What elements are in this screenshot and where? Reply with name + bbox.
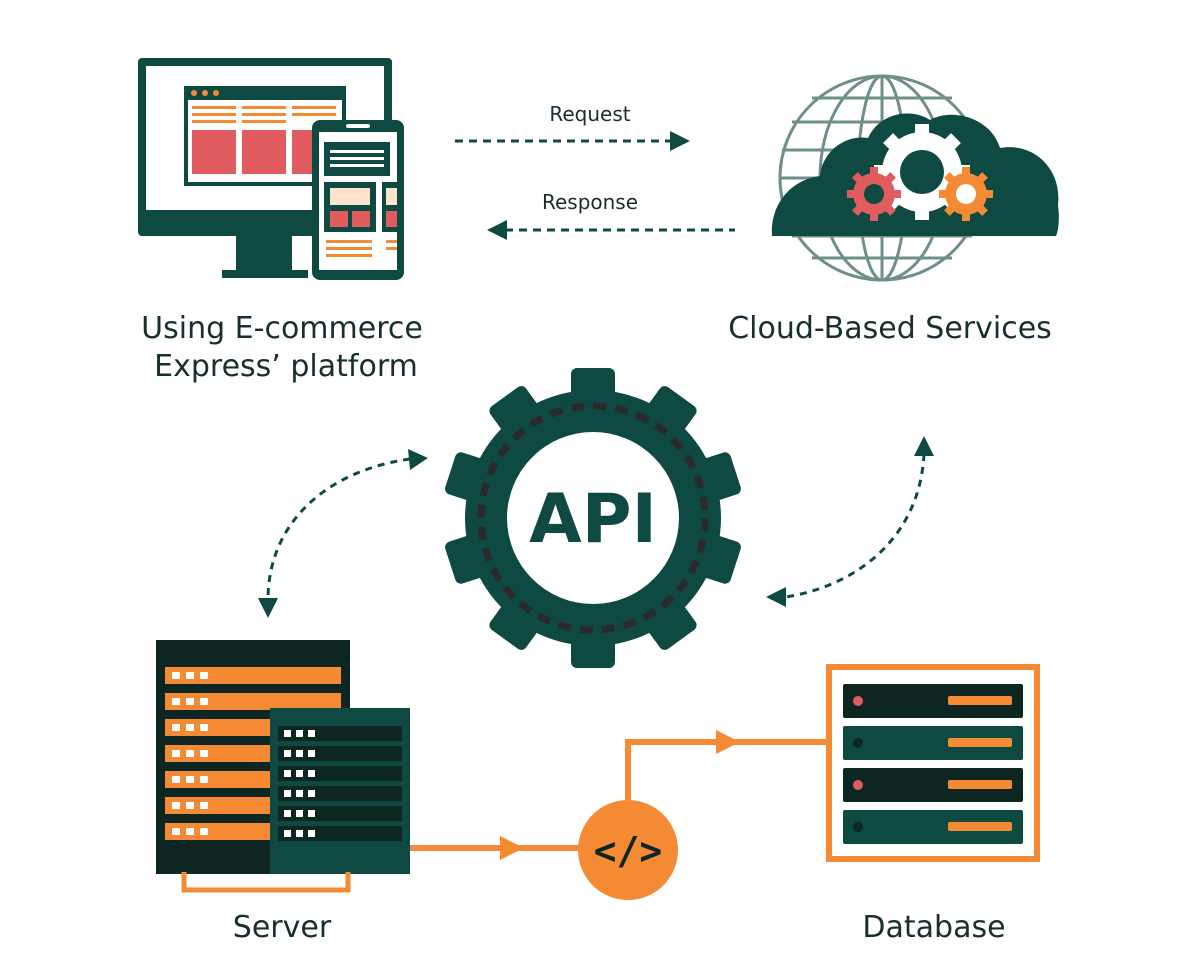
response-label: Response — [542, 190, 638, 214]
database-icon — [826, 664, 1040, 862]
mobile-phone-icon — [312, 120, 404, 280]
client-label-line2: Express’ platform — [154, 349, 418, 384]
api-label: API — [529, 480, 657, 559]
response-arrow — [487, 220, 735, 240]
database-label: Database — [862, 910, 1005, 945]
code-symbol: </> — [594, 829, 663, 873]
request-arrow — [455, 131, 690, 151]
client-label-line1: Using E-commerce — [141, 311, 423, 346]
server-label: Server — [233, 910, 332, 945]
cloud-label: Cloud-Based Services — [728, 311, 1052, 346]
code-to-database-connector — [625, 730, 830, 800]
code-icon — [578, 800, 678, 900]
server-api-arrow — [258, 449, 428, 618]
server-to-code-connector — [410, 836, 580, 860]
gears-icon — [847, 124, 993, 221]
request-label: Request — [549, 102, 630, 126]
api-gear-icon — [445, 368, 741, 668]
cloud-api-arrow — [766, 436, 934, 607]
server-rack-icon — [156, 640, 410, 893]
